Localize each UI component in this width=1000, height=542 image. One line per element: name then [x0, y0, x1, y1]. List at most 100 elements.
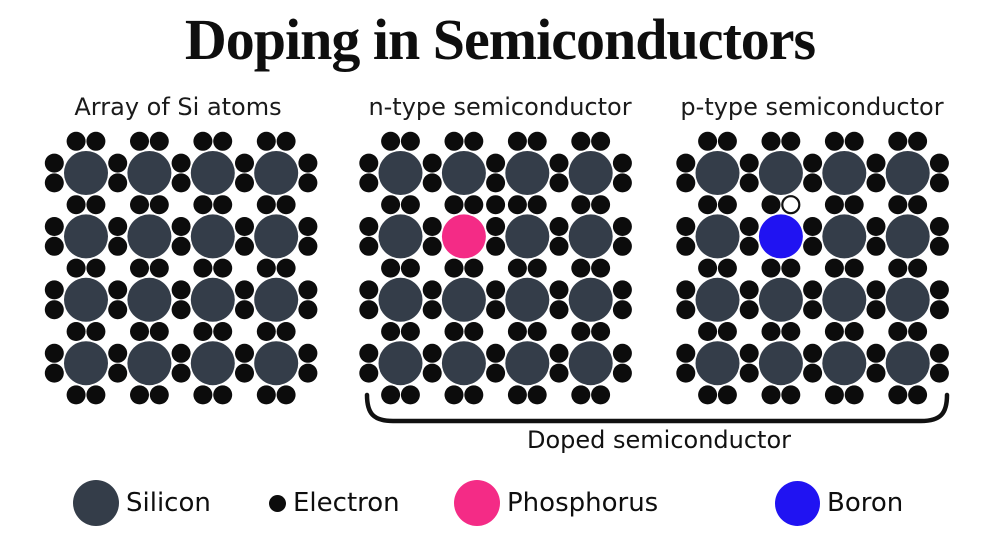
electron-dot — [381, 258, 401, 278]
silicon-atom — [127, 277, 172, 322]
electron-dot — [866, 173, 886, 193]
electron-dot — [803, 300, 823, 320]
legend-item-silicon: Silicon — [73, 480, 211, 526]
electron-dot — [130, 195, 149, 215]
silicon-atom — [885, 277, 930, 322]
electron-dot — [866, 363, 886, 383]
electron-dot — [130, 322, 149, 341]
electron-dot — [464, 195, 484, 215]
electron-dot — [824, 195, 844, 215]
electron-swatch-icon — [269, 494, 286, 512]
electron-dot — [464, 322, 484, 341]
electron-dot — [844, 385, 864, 405]
electron-dot — [108, 343, 128, 363]
electron-dot — [527, 258, 547, 278]
electron-dot — [422, 280, 442, 300]
electron-dot — [235, 343, 254, 363]
electron-dot — [108, 236, 128, 256]
electron-dot — [213, 258, 233, 278]
electron-dot — [130, 385, 149, 405]
electron-dot — [698, 131, 718, 151]
electron-dot — [444, 322, 464, 341]
electron-dot — [400, 322, 420, 341]
electron-dot — [844, 258, 864, 278]
electron-dot — [359, 173, 379, 193]
electron-dot — [256, 385, 276, 405]
electron-dot — [571, 195, 591, 215]
electron-dot — [612, 343, 632, 363]
electron-dot — [527, 385, 547, 405]
electron-dot — [803, 343, 823, 363]
electron-dot — [486, 236, 506, 256]
electron-dot — [359, 153, 379, 173]
silicon-atom — [568, 151, 613, 195]
electron-dot — [193, 131, 213, 151]
brace-label: Doped semiconductor — [526, 426, 792, 454]
electron-dot — [717, 385, 737, 405]
electron-dot — [298, 300, 318, 320]
electron-dot — [108, 217, 128, 236]
hole-circle — [781, 195, 801, 215]
electron-dot — [549, 300, 569, 320]
electron-dot — [171, 236, 191, 256]
electron-dot — [298, 153, 318, 173]
electron-dot — [866, 300, 886, 320]
electron-dot — [824, 258, 844, 278]
electron-dot — [213, 385, 233, 405]
electron-dot — [761, 258, 781, 278]
silicon-atom — [568, 277, 613, 322]
electron-dot — [276, 131, 296, 151]
electron-dot — [298, 236, 318, 256]
silicon-atom — [190, 277, 235, 322]
electron-dot — [507, 322, 527, 341]
electron-dot — [66, 258, 86, 278]
electron-dot — [781, 385, 801, 405]
electron-dot — [298, 363, 318, 383]
electron-dot — [193, 258, 213, 278]
electron-dot — [276, 195, 296, 215]
electron-dot — [235, 363, 254, 383]
electron-dot — [359, 280, 379, 300]
phosphorus-swatch-icon — [454, 480, 500, 526]
electron-dot — [929, 173, 949, 193]
electron-dot — [549, 343, 569, 363]
silicon-atom — [758, 151, 803, 195]
electron-dot — [549, 217, 569, 236]
electron-dot — [612, 173, 632, 193]
electron-dot — [507, 195, 527, 215]
electron-dot — [676, 343, 696, 363]
electron-dot — [866, 153, 886, 173]
silicon-atom — [505, 341, 550, 386]
electron-dot — [86, 385, 106, 405]
electron-dot — [108, 173, 128, 193]
silicon-atom — [190, 214, 235, 259]
electron-dot — [171, 153, 191, 173]
electron-dot — [698, 195, 718, 215]
electron-dot — [108, 153, 128, 173]
boron-atom — [758, 214, 803, 259]
electron-dot — [888, 258, 908, 278]
electron-dot — [298, 217, 318, 236]
electron-dot — [149, 195, 169, 215]
electron-dot — [444, 258, 464, 278]
electron-dot — [824, 131, 844, 151]
electron-dot — [739, 363, 759, 383]
electron-dot — [549, 363, 569, 383]
electron-dot — [612, 363, 632, 383]
array-label-n-type: n-type semiconductor — [368, 93, 632, 121]
electron-dot — [929, 217, 949, 236]
electron-dot — [86, 195, 106, 215]
electron-dot — [381, 195, 401, 215]
silicon-atom — [822, 151, 867, 195]
electron-dot — [739, 153, 759, 173]
electron-dot — [824, 322, 844, 341]
electron-dot — [359, 363, 379, 383]
silicon-atom — [695, 341, 740, 386]
silicon-atom — [64, 151, 108, 195]
electron-dot — [929, 343, 949, 363]
electron-dot — [235, 300, 254, 320]
array-label-si: Array of Si atoms — [74, 93, 282, 121]
electron-dot — [844, 322, 864, 341]
electron-dot — [739, 173, 759, 193]
electron-dot — [149, 385, 169, 405]
